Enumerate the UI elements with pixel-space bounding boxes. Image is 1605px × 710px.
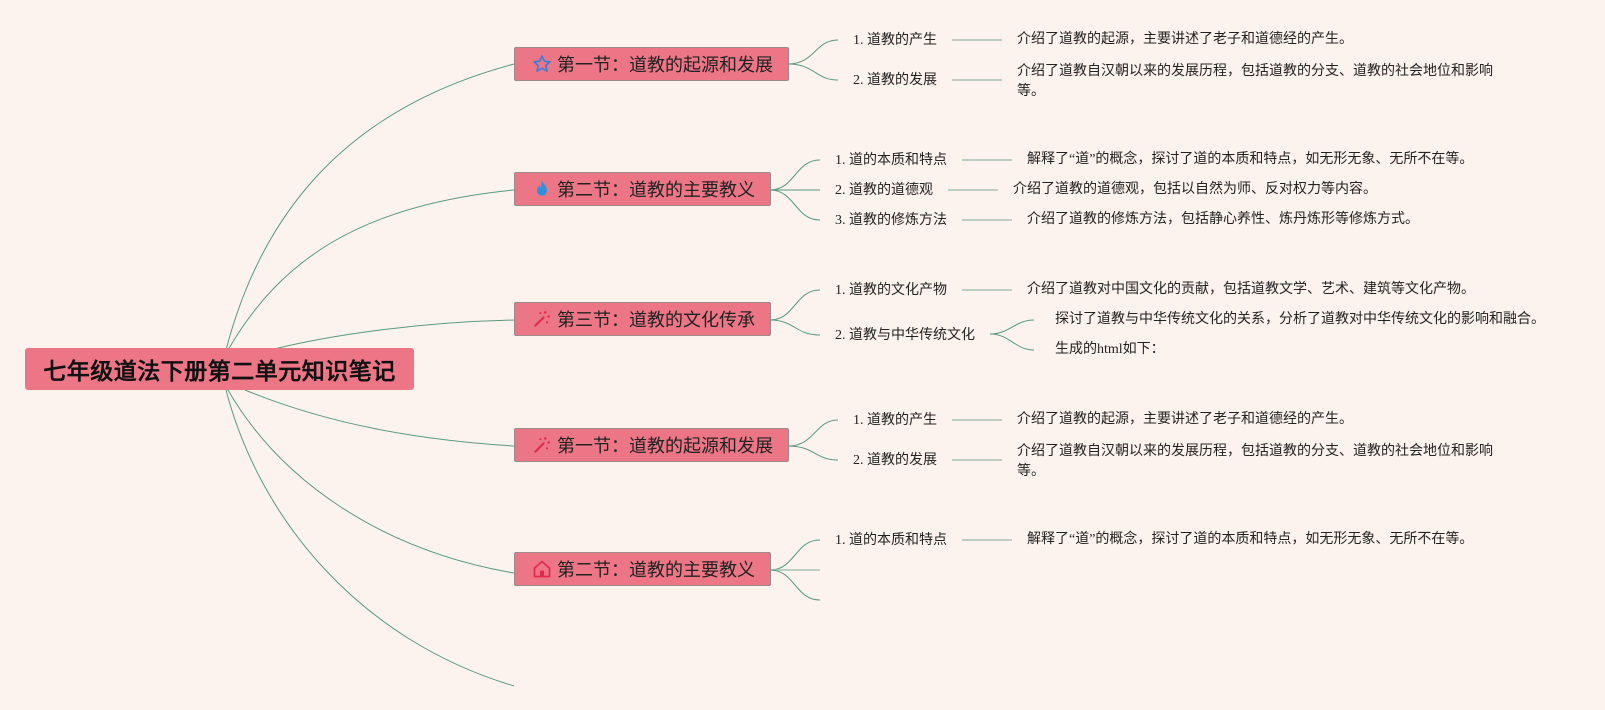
link-s4-t1: [787, 419, 839, 447]
link-s1-t1: [787, 39, 839, 65]
section-node[interactable]: 第二节：道教的主要教义: [514, 552, 771, 586]
topic-label[interactable]: 1. 道教的产生: [853, 413, 937, 428]
topic-detail[interactable]: 介绍了道教的道德观，包括以自然为师、反对权力等内容。: [1013, 182, 1377, 197]
topic-detail[interactable]: 生成的html如下：: [1055, 342, 1165, 357]
section-title: 第一节：道教的起源和发展: [557, 55, 773, 76]
link-s1-t2: [787, 63, 839, 81]
topic-detail[interactable]: 介绍了道教对中国文化的贡献，包括道教文学、艺术、建筑等文化产物。: [1027, 282, 1475, 297]
link-s3-t1: [769, 289, 821, 321]
section-title: 第一节：道教的起源和发展: [557, 436, 773, 457]
topic-label[interactable]: 2. 道教的发展: [853, 453, 937, 468]
topic-label[interactable]: 2. 道教与中华传统文化: [835, 328, 975, 343]
link-s2-t3: [769, 189, 821, 221]
home-icon: [531, 558, 553, 580]
link-root-section-1: [225, 63, 515, 351]
topic-detail[interactable]: 介绍了道教的修炼方法，包括静心养性、炼丹炼形等修炼方式。: [1027, 212, 1419, 227]
section-title: 第二节：道教的主要教义: [557, 560, 755, 581]
link-root-section-2: [227, 189, 515, 351]
section-node[interactable]: 第一节：道教的起源和发展: [514, 47, 789, 81]
topic-detail[interactable]: 解释了“道”的概念，探讨了道的本质和特点，如无形无象、无所不在等。: [1027, 152, 1474, 167]
section-node[interactable]: 第三节：道教的文化传承: [514, 302, 771, 336]
topic-label[interactable]: 1. 道的本质和特点: [835, 153, 947, 168]
link-s3-t2-d2: [989, 333, 1035, 351]
link-s3-t2-d1: [989, 319, 1035, 335]
topic-detail[interactable]: 介绍了道教自汉朝以来的发展历程，包括道教的分支、道教的社会地位和影响等。: [1017, 444, 1493, 479]
root-title: 七年级道法下册第二单元知识笔记: [43, 359, 396, 385]
topic-label[interactable]: 2. 道教的道德观: [835, 183, 933, 198]
topic-detail[interactable]: 介绍了道教的起源，主要讲述了老子和道德经的产生。: [1017, 32, 1353, 47]
topic-detail[interactable]: 解释了“道”的概念，探讨了道的本质和特点，如无形无象、无所不在等。: [1027, 532, 1474, 547]
root-node[interactable]: 七年级道法下册第二单元知识笔记: [25, 348, 414, 390]
link-s5-t3: [769, 569, 821, 601]
magic-wand-icon: [531, 434, 553, 456]
link-root-section-5: [227, 389, 515, 574]
link-s2-t1: [769, 159, 821, 191]
link-root-extra: [225, 389, 515, 687]
section-node[interactable]: 第一节：道教的起源和发展: [514, 428, 789, 462]
magic-wand-icon: [531, 308, 553, 330]
topic-label[interactable]: 3. 道教的修炼方法: [835, 213, 947, 228]
topic-detail[interactable]: 介绍了道教的起源，主要讲述了老子和道德经的产生。: [1017, 412, 1353, 427]
link-s3-t2: [769, 319, 821, 336]
topic-label[interactable]: 2. 道教的发展: [853, 73, 937, 88]
star-icon: [531, 53, 553, 75]
link-root-section-3: [269, 319, 515, 351]
link-s4-t2: [787, 445, 839, 461]
topic-detail[interactable]: 介绍了道教自汉朝以来的发展历程，包括道教的分支、道教的社会地位和影响等。: [1017, 64, 1493, 99]
topic-label[interactable]: 1. 道教的产生: [853, 33, 937, 48]
section-title: 第二节：道教的主要教义: [557, 180, 755, 201]
topic-detail[interactable]: 探讨了道教与中华传统文化的关系，分析了道教对中华传统文化的影响和融合。: [1055, 312, 1545, 327]
topic-label[interactable]: 1. 道的本质和特点: [835, 533, 947, 548]
section-node[interactable]: 第二节：道教的主要教义: [514, 172, 771, 206]
flame-icon: [531, 178, 553, 200]
link-root-section-4: [244, 389, 515, 447]
section-title: 第三节：道教的文化传承: [557, 310, 755, 331]
link-s5-t1: [769, 539, 821, 571]
topic-label[interactable]: 1. 道教的文化产物: [835, 283, 947, 298]
